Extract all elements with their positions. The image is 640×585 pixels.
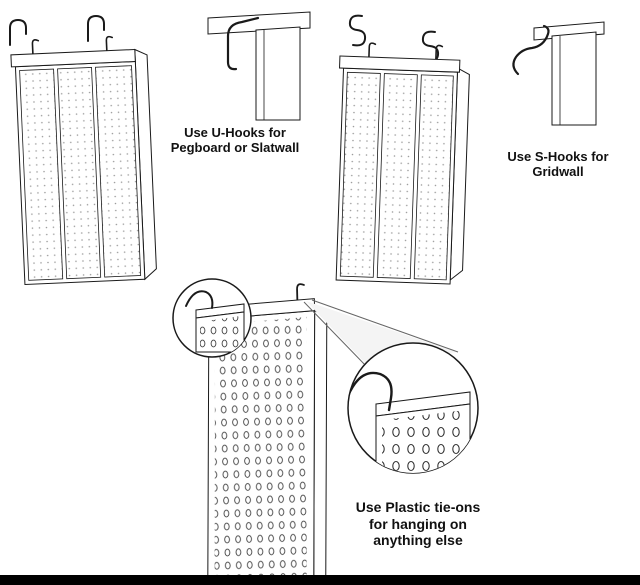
u-hook-icon: [87, 14, 105, 42]
tie-on-closeup-large: [347, 342, 479, 474]
tie-on-hook-icon: [348, 371, 393, 412]
s-hooks-caption: Use S-Hooks for Gridwall: [507, 149, 609, 180]
u-hooks-caption: Use U-Hooks for Pegboard or Slatwall: [170, 125, 300, 156]
u-hook-icon: [9, 18, 27, 46]
tie-on-closeup-small: [172, 278, 252, 358]
gridwall-panel-drawing: [335, 42, 470, 285]
s-hook-detail-drawing: [512, 21, 605, 126]
tie-ons-caption: Use Plastic tie-ons for hanging on anyth…: [355, 499, 481, 549]
tie-on-panel-drawing: [207, 283, 328, 585]
tie-on-hook-icon: [185, 290, 214, 309]
bottom-bar: [0, 575, 640, 585]
pegboard-panel-drawing: [10, 35, 157, 286]
tie-on-hook-icon: [296, 283, 305, 303]
s-hook-icon: [348, 14, 367, 47]
u-hook-detail-drawing: [207, 11, 311, 121]
